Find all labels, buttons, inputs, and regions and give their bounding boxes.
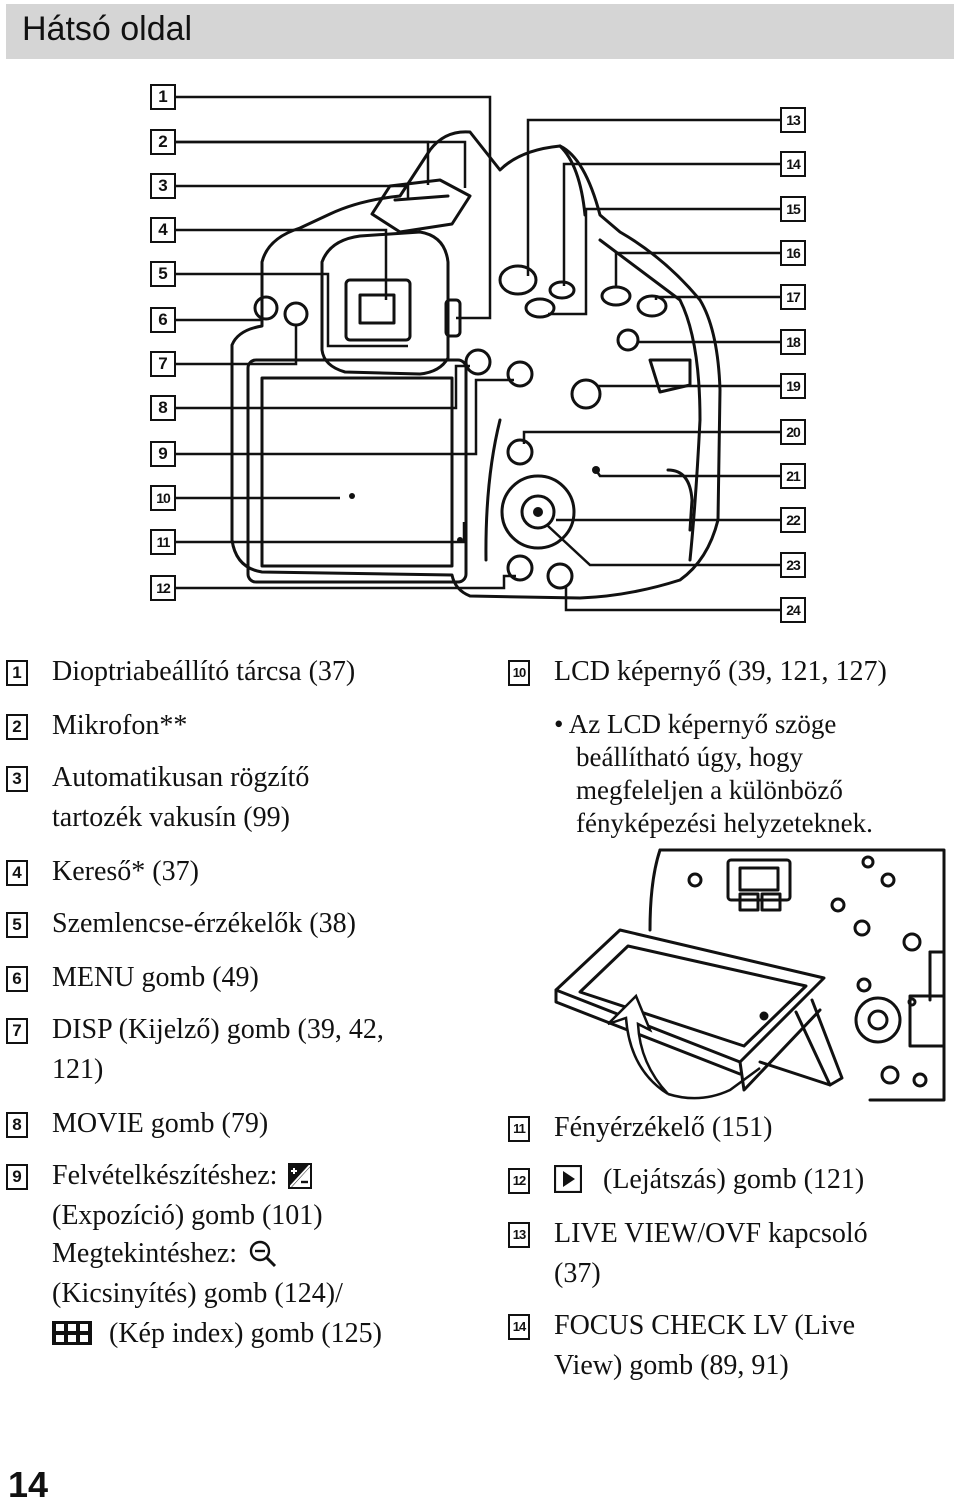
item-text-line-5: (Kép index) gomb (125) xyxy=(52,1314,382,1354)
callout-19: 19 xyxy=(780,373,806,399)
lcd-note-line-1: • Az LCD képernyő szöge xyxy=(554,708,873,741)
lcd-note: • Az LCD képernyő szöge beállítható úgy,… xyxy=(554,708,873,840)
callout-15: 15 xyxy=(780,196,806,222)
item-number: 1 xyxy=(6,660,28,686)
bullet-dot: • xyxy=(554,709,564,739)
callout-1: 1 xyxy=(150,84,176,110)
camera-back-illustration xyxy=(176,95,780,612)
callout-12: 12 xyxy=(150,575,176,601)
callout-18: 18 xyxy=(780,329,806,355)
item-text-line-3: Megtekintéshez: xyxy=(52,1234,277,1274)
item-number: 6 xyxy=(6,966,28,992)
callout-22: 22 xyxy=(780,507,806,533)
callout-16: 16 xyxy=(780,240,806,266)
item-text: Felvételkészítéshez: xyxy=(52,1160,278,1191)
item-number: 7 xyxy=(6,1018,28,1044)
item-text-line-1: Felvételkészítéshez: xyxy=(52,1156,313,1196)
callout-20: 20 xyxy=(780,419,806,445)
callout-17: 17 xyxy=(780,284,806,310)
item-text: MENU gomb (49) xyxy=(52,962,259,993)
lcd-note-line-2: beállítható úgy, hogy xyxy=(576,742,803,772)
callout-21: 21 xyxy=(780,463,806,489)
item-text: MOVIE gomb (79) xyxy=(52,1108,269,1139)
section-header: Hátsó oldal xyxy=(6,4,954,59)
callout-7: 7 xyxy=(150,351,176,377)
image-index-icon xyxy=(52,1320,92,1345)
item-number: 12 xyxy=(508,1168,530,1194)
callout-10: 10 xyxy=(150,485,176,511)
item-number: 11 xyxy=(508,1116,530,1142)
item-text-line-1: Automatikusan rögzítő xyxy=(52,762,310,793)
item-number: 9 xyxy=(6,1164,28,1190)
lcd-note-line-3: megfeleljen a különböző xyxy=(576,775,843,805)
item-text-line-2: (Expozíció) gomb (101) xyxy=(52,1200,323,1231)
item-text: (Lejátszás) gomb (121) xyxy=(603,1164,865,1195)
item-text: Szemlencse-érzékelők (38) xyxy=(52,908,356,939)
lcd-note-text: Az LCD képernyő szöge xyxy=(568,709,837,739)
item-text-line-2: tartozék vakusín (99) xyxy=(52,802,290,833)
callout-5: 5 xyxy=(150,261,176,287)
item-text-line-2: 121) xyxy=(52,1054,104,1085)
item-text-line-1: LIVE VIEW/OVF kapcsoló xyxy=(554,1218,868,1249)
item-text: Fényérzékelő (151) xyxy=(554,1112,773,1143)
playback-icon xyxy=(554,1164,582,1193)
item-text: LCD képernyő (39, 121, 127) xyxy=(554,656,887,687)
item-number: 3 xyxy=(6,766,28,792)
item-number: 5 xyxy=(6,912,28,938)
item-text-line-2: (37) xyxy=(554,1258,601,1289)
item-number: 10 xyxy=(508,660,530,686)
item-text-line-1: FOCUS CHECK LV (Live xyxy=(554,1310,856,1341)
callout-13: 13 xyxy=(780,107,806,133)
callout-14: 14 xyxy=(780,151,806,177)
item-text: (Kép index) gomb (125) xyxy=(109,1318,382,1349)
item-text: Kereső* (37) xyxy=(52,856,199,887)
callout-6: 6 xyxy=(150,307,176,333)
item-text: Dioptriabeállító tárcsa (37) xyxy=(52,656,356,687)
page-number: 14 xyxy=(8,1464,49,1505)
item-number: 13 xyxy=(508,1222,530,1248)
callout-23: 23 xyxy=(780,552,806,578)
exposure-compensation-icon xyxy=(288,1162,313,1189)
item-text: Mikrofon** xyxy=(52,710,188,741)
callout-8: 8 xyxy=(150,395,176,421)
callout-2: 2 xyxy=(150,129,176,155)
callout-3: 3 xyxy=(150,173,176,199)
lcd-note-line-4: fényképezési helyzeteknek. xyxy=(576,808,873,838)
callout-11: 11 xyxy=(150,529,176,555)
item-text: Megtekintéshez: xyxy=(52,1238,238,1269)
section-title: Hátsó oldal xyxy=(22,10,193,48)
callout-4: 4 xyxy=(150,217,176,243)
callout-24: 24 xyxy=(780,597,806,623)
item-text-line-1: DISP (Kijelző) gomb (39, 42, xyxy=(52,1014,384,1045)
item-number: 14 xyxy=(508,1314,530,1340)
item-number: 2 xyxy=(6,714,28,740)
item-text-line: (Lejátszás) gomb (121) xyxy=(554,1160,864,1200)
item-text-line-4: (Kicsinyítés) gomb (124)/ xyxy=(52,1278,343,1309)
item-number: 4 xyxy=(6,860,28,886)
callout-9: 9 xyxy=(150,441,176,467)
item-text-line-2: View) gomb (89, 91) xyxy=(554,1350,789,1381)
zoom-out-icon xyxy=(249,1240,277,1267)
item-number: 8 xyxy=(6,1112,28,1138)
